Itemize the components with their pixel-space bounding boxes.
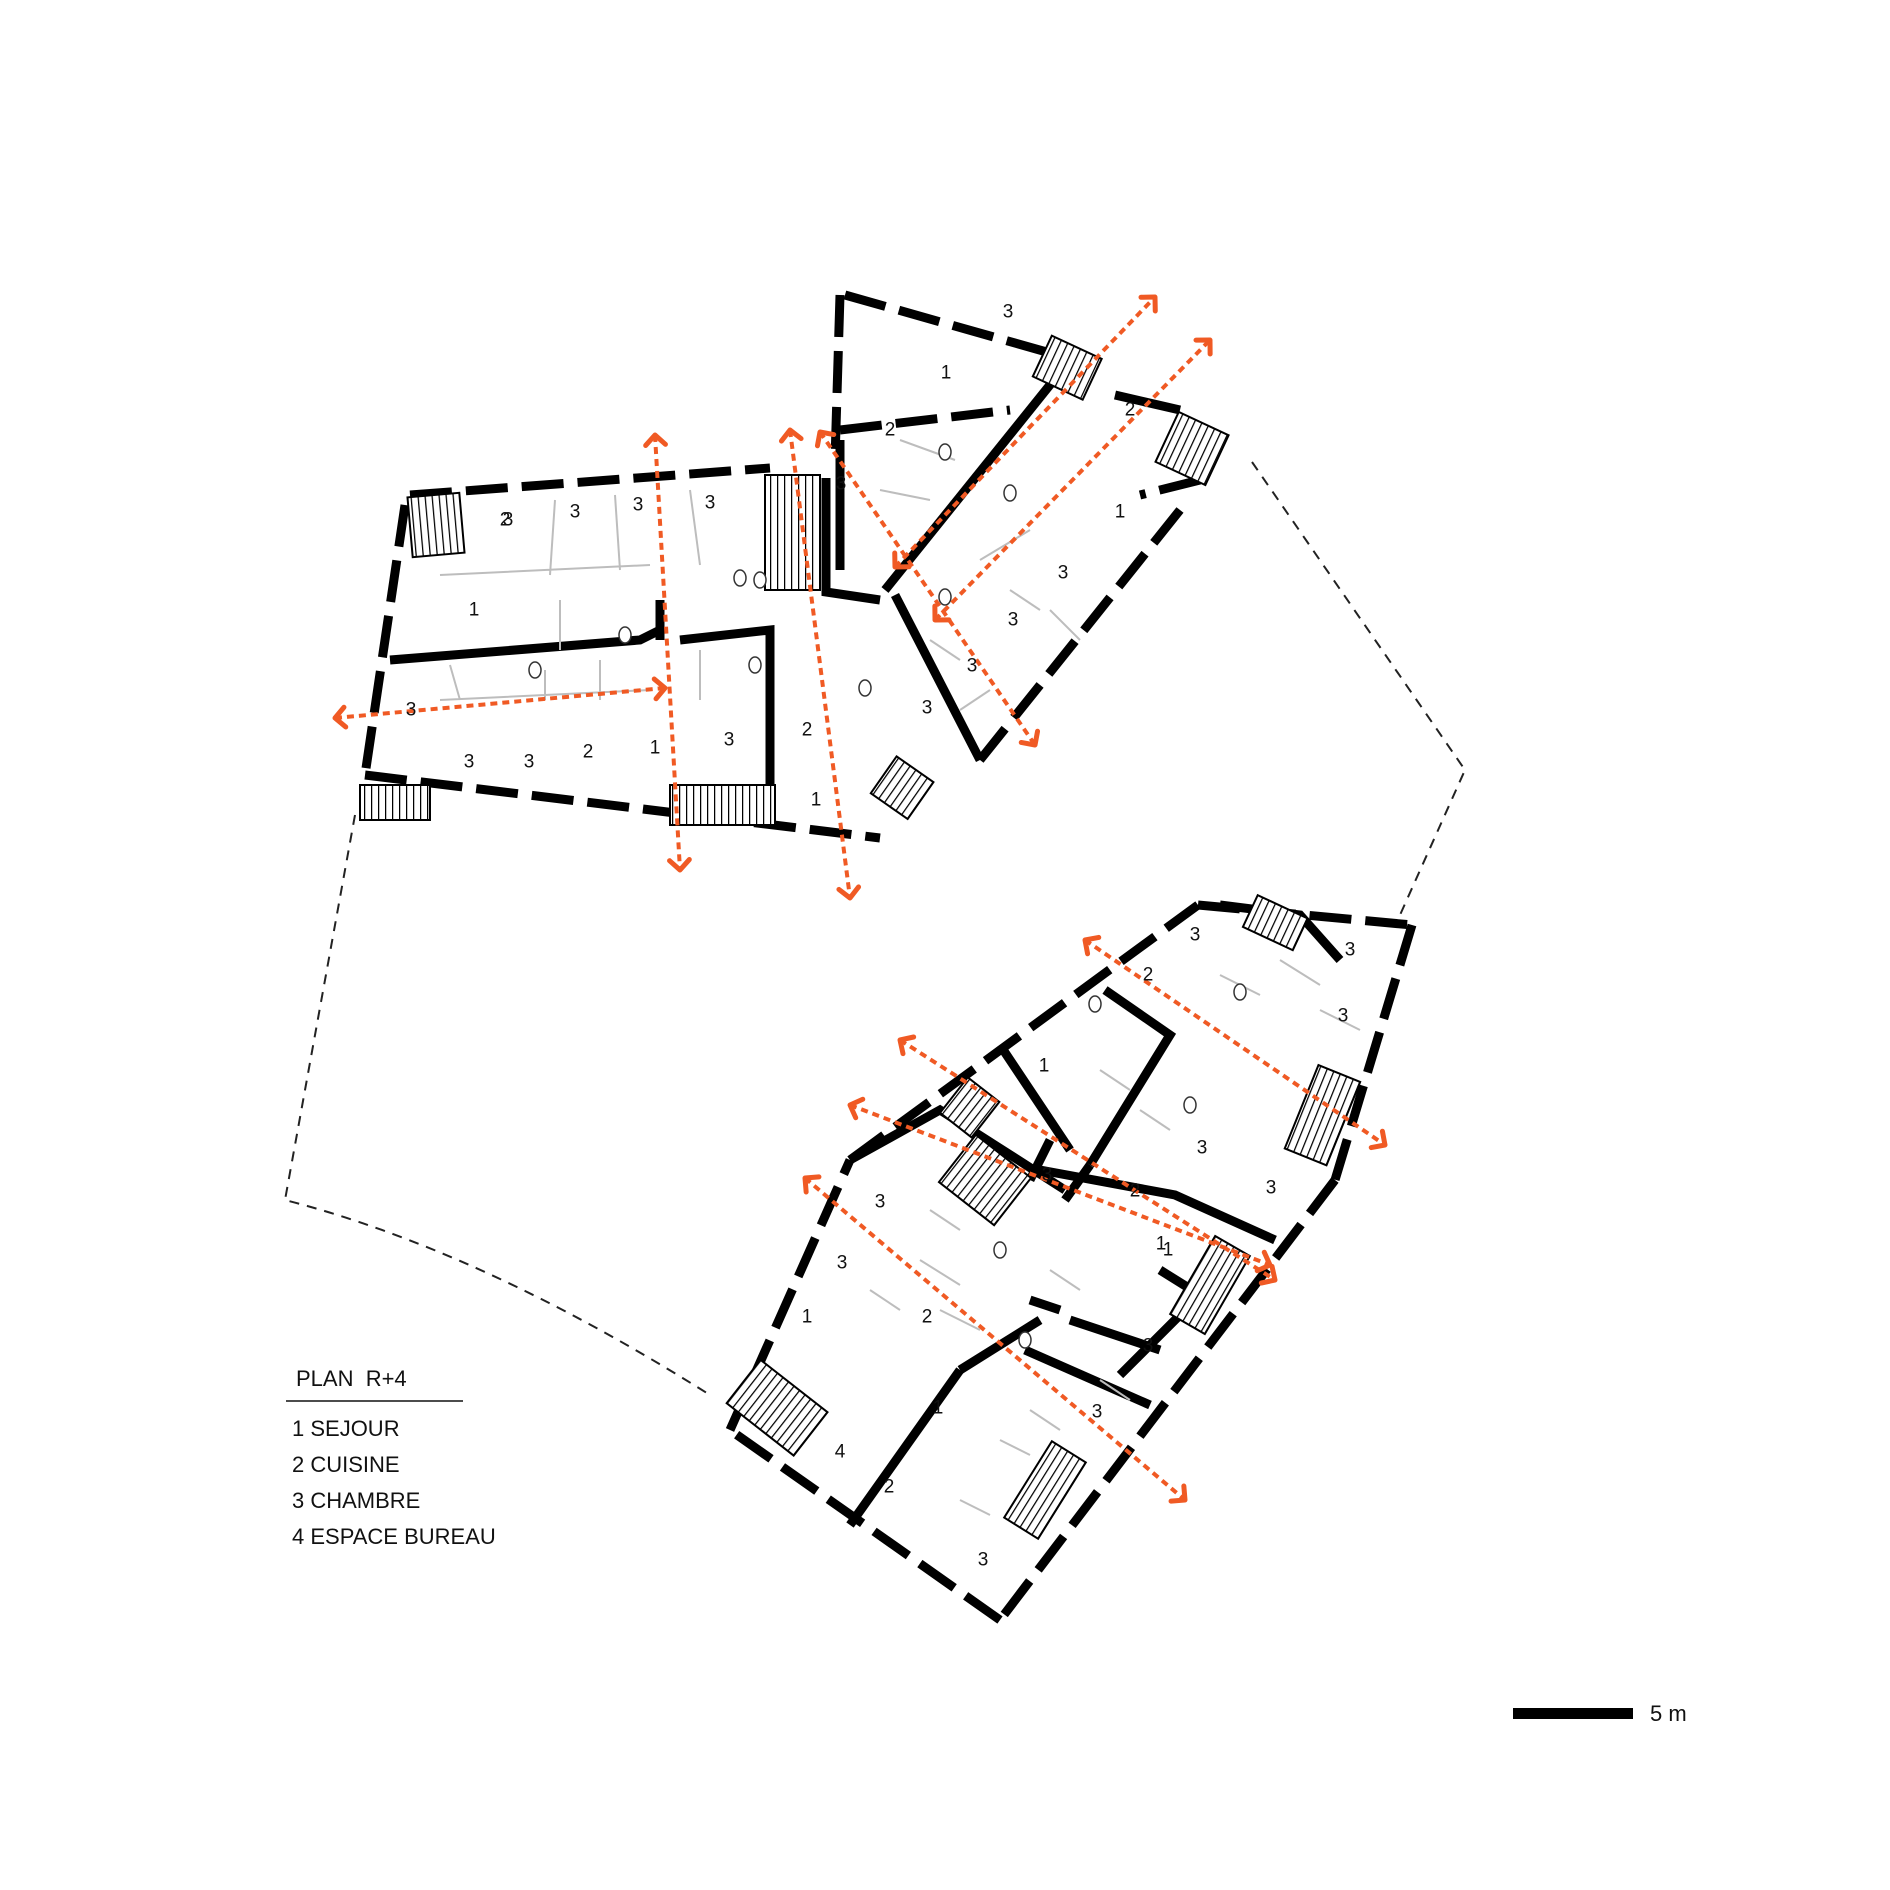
room-label: 3	[705, 493, 716, 514]
arrowhead	[897, 1034, 917, 1057]
ventilation-arrow	[653, 434, 682, 871]
room-label: 3	[1143, 1336, 1154, 1357]
cross-ventilation-arrows	[332, 294, 1388, 1504]
scale-bar-line	[1513, 1708, 1633, 1719]
arrowhead	[1018, 728, 1041, 748]
room-label: 3	[1190, 925, 1201, 946]
room-label: 2	[802, 720, 813, 741]
room-label: 4	[835, 1442, 846, 1463]
legend-item: 2 CUISINE	[292, 1452, 400, 1477]
arrowhead	[802, 1174, 822, 1195]
legend-item: 4 ESPACE BUREAU	[292, 1524, 496, 1549]
legend-title: PLAN R+4	[296, 1366, 407, 1391]
legend-item: 3 CHAMBRE	[292, 1488, 420, 1513]
arrowhead	[1258, 1263, 1278, 1286]
room-label: 3	[464, 752, 475, 773]
room-label: 2	[922, 1307, 933, 1328]
room-label: 3	[633, 495, 644, 516]
room-label: 3	[1197, 1138, 1208, 1159]
room-label: 2	[1143, 965, 1154, 986]
room-label: 1	[1115, 502, 1126, 523]
arrowhead	[643, 432, 668, 448]
ventilation-arrow	[898, 1038, 1277, 1282]
legend-item: 1 SEJOUR	[292, 1416, 400, 1441]
ventilation-arrow	[849, 1103, 1271, 1267]
north-building	[359, 290, 1230, 843]
room-label: 3	[1266, 1178, 1277, 1199]
arrowhead	[932, 603, 952, 623]
room-label: 3	[836, 474, 847, 495]
arrowhead	[847, 1096, 866, 1121]
scale-label: 5 m	[1650, 1701, 1687, 1726]
room-label: 3	[1008, 610, 1019, 631]
room-label: 2	[583, 742, 594, 763]
arrowhead	[1254, 1249, 1273, 1274]
arrowhead	[814, 429, 837, 449]
room-labels-north: 3 1 2 3 2 3 3 3 1 2 1 3 3 3 3 3 3 3 2 1 …	[406, 302, 1136, 811]
room-label: 2	[884, 1477, 895, 1498]
room-label: 3	[978, 1550, 989, 1571]
ventilation-arrow	[933, 338, 1212, 622]
room-label: 1	[933, 1398, 944, 1419]
arrowhead	[1193, 337, 1213, 357]
room-label: 1	[941, 363, 952, 384]
room-label: 2	[885, 420, 896, 441]
room-label: 3	[570, 502, 581, 523]
room-label: 3	[1003, 302, 1014, 323]
ventilation-arrow	[334, 686, 666, 720]
south-building	[725, 893, 1417, 1624]
room-label: 1	[811, 790, 822, 811]
room-label: 3	[524, 752, 535, 773]
arrowhead	[651, 676, 668, 702]
room-label: 3	[1345, 940, 1356, 961]
legend: PLAN R+4 1 SEJOUR 2 CUISINE 3 CHAMBRE 4 …	[286, 1366, 496, 1549]
arrowhead	[667, 857, 692, 873]
room-label: 3	[406, 700, 417, 721]
room-label: 2	[1125, 400, 1136, 421]
room-label: 2	[500, 510, 511, 531]
room-label: 1	[469, 600, 480, 621]
room-label: 1	[1156, 1234, 1167, 1255]
ventilation-arrow	[818, 430, 1037, 747]
room-label: 3	[1042, 1165, 1053, 1186]
room-label: 3	[1058, 563, 1069, 584]
room-label: 3	[1092, 1402, 1103, 1423]
ventilation-arrow	[788, 429, 852, 899]
room-label: 1	[1039, 1056, 1050, 1077]
room-label: 3	[837, 1253, 848, 1274]
arrowhead	[892, 550, 912, 570]
arrowhead	[778, 427, 804, 444]
room-label: 1	[650, 738, 661, 759]
arrowhead	[1168, 1483, 1188, 1504]
site-boundary	[283, 461, 1467, 1396]
room-label: 3	[1338, 1006, 1349, 1027]
room-label: 3	[922, 698, 933, 719]
room-label: 1	[802, 1307, 813, 1328]
room-label: 3	[724, 730, 735, 751]
ventilation-arrow	[1083, 938, 1387, 1147]
ventilation-arrow	[893, 295, 1157, 569]
room-label: 1	[1163, 1240, 1174, 1261]
arrowhead	[1082, 934, 1102, 957]
arrowhead	[1138, 294, 1158, 314]
arrowhead	[332, 704, 349, 730]
room-label: 2	[1130, 1181, 1141, 1202]
arrowhead	[1368, 1128, 1388, 1151]
room-labels-south: 3 3 2 3 3 1 2 3 1 3 3 1 2 1 3 3 1 3 2 4 …	[802, 925, 1356, 1571]
room-label: 3	[503, 510, 514, 531]
room-label: 3	[875, 1192, 886, 1213]
arrowhead	[836, 884, 862, 901]
room-label: 3	[967, 656, 978, 677]
scale-bar: 5 m	[1513, 1701, 1687, 1726]
